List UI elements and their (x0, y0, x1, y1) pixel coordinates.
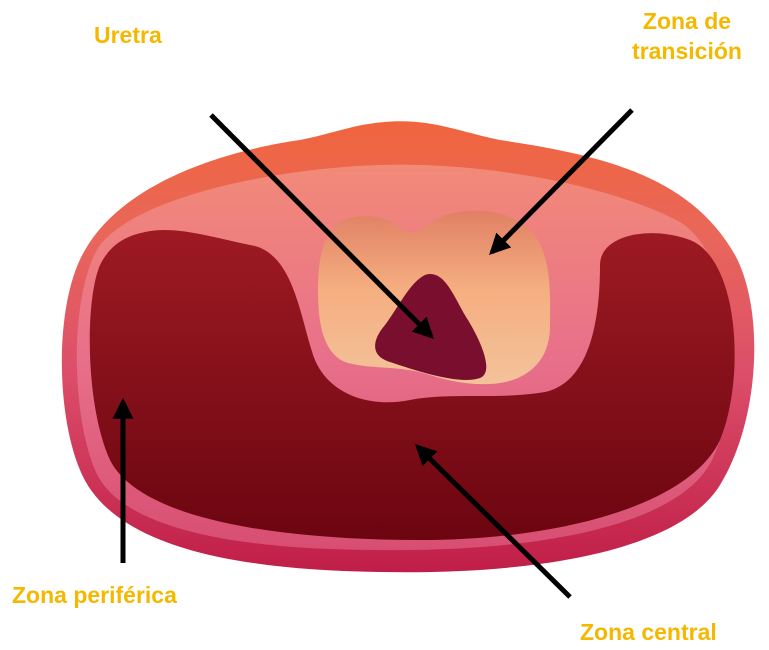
label-zona-periferica: Zona periférica (12, 580, 177, 610)
label-zona-transicion: Zona de transición (612, 6, 762, 66)
label-zona-central: Zona central (580, 617, 717, 647)
label-uretra: Uretra (94, 20, 162, 50)
label-zona-transicion-line2: transición (612, 36, 762, 66)
label-zona-transicion-line1: Zona de (612, 6, 762, 36)
